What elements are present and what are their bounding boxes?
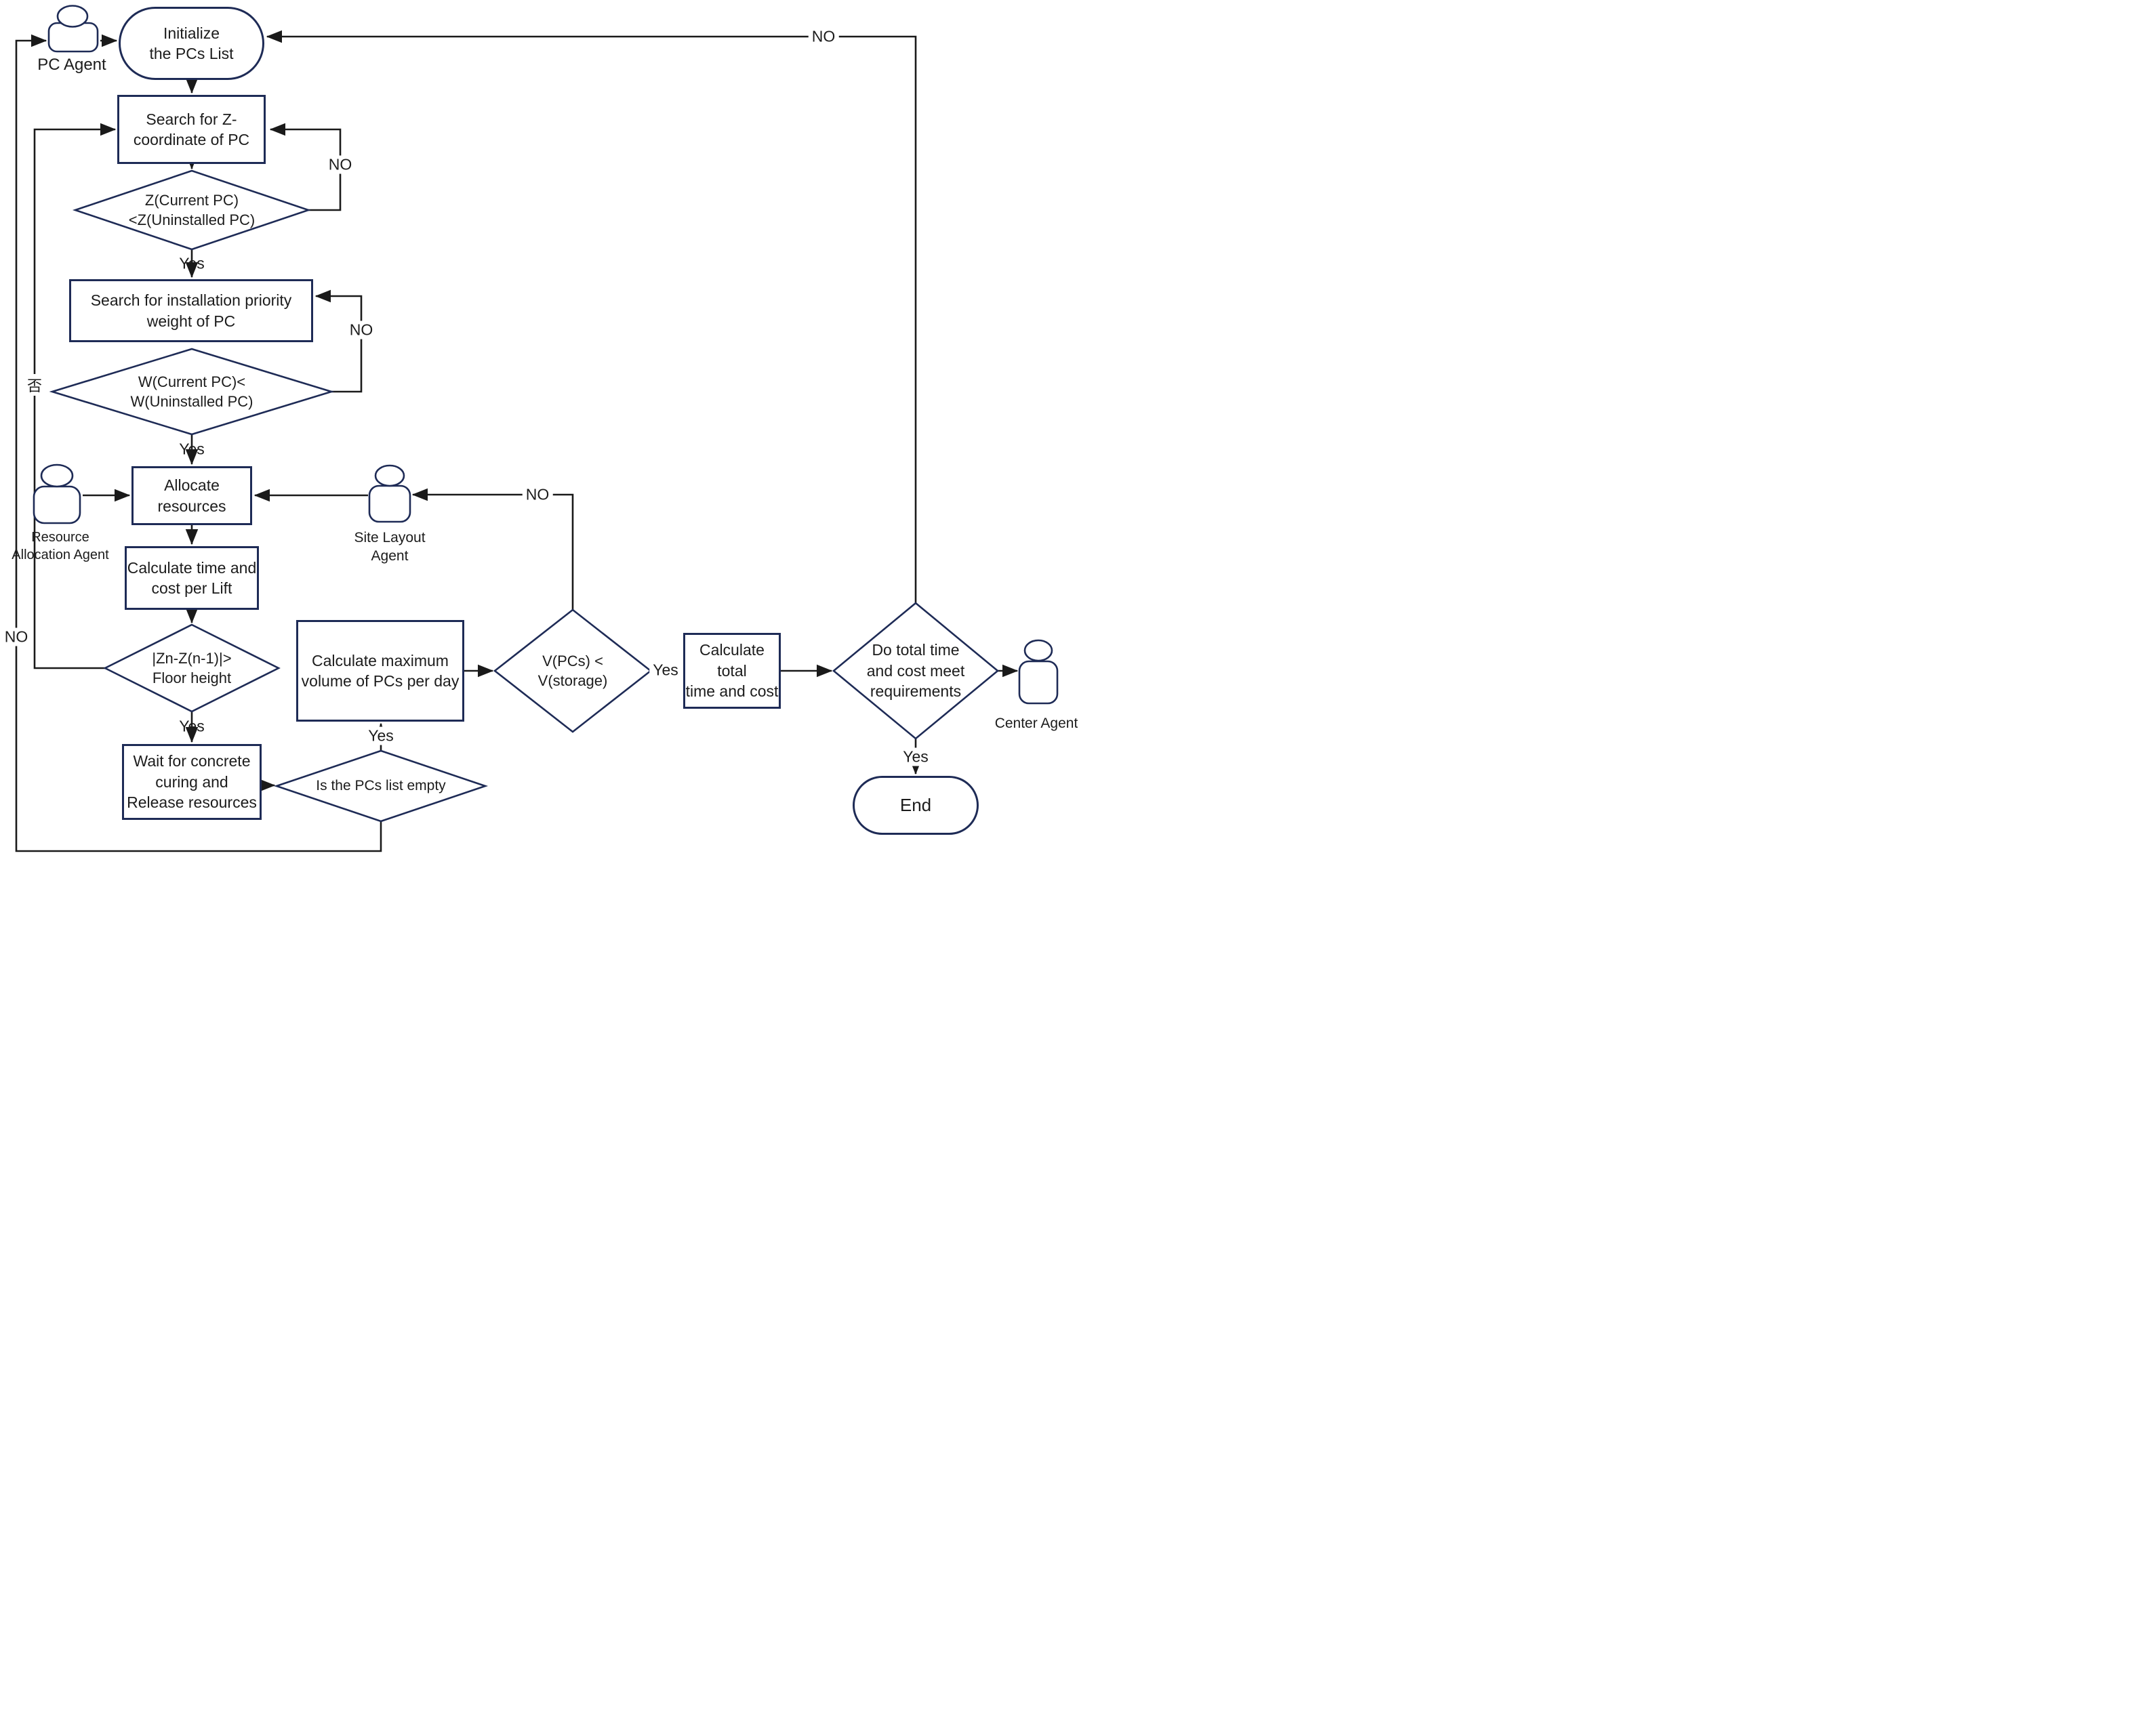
calc-lift-node: Calculate time and cost per Lift [125,546,259,610]
center-agent-label: Center Agent [994,716,1078,731]
connector-lines [15,5,1059,852]
edge-label-yes-zn: Yes [179,717,205,735]
site-layout-agent-label: Site Layout Agent [354,530,426,564]
edge-label-no-z: NO [325,155,356,174]
start-initialize-node: Initialize the PCs List [119,7,264,80]
decision-meet-shape [832,602,1000,740]
decision-z-shape [72,169,312,251]
decision-meet-label: Do total time and cost meet requirements [866,641,965,701]
edge-label-yes-v: Yes [649,661,682,680]
flowchart-canvas: Initialize the PCs List Search for Z- co… [0,0,1078,858]
edge-label-yes-empty: Yes [365,726,397,745]
calc-max-volume-node: Calculate maximum volume of PCs per day [296,620,464,722]
edge-label-no-bottom: NO [1,627,32,646]
edge-label-no-w: NO [346,321,377,339]
pc-agent-icon [47,5,99,53]
decision-w-shape [49,348,335,436]
decision-empty-label: Is the PCs list empty [316,778,446,794]
center-agent-icon [1018,639,1059,705]
edge-label-no-v: NO [522,485,553,504]
site-layout-agent-icon [368,464,411,523]
decision-z-label: Z(Current PC) <Z(Uninstalled PC) [128,191,256,228]
resource-allocation-agent-label: Resource Allocation Agent [12,530,109,562]
search-z-node: Search for Z- coordinate of PC [117,95,266,164]
edge-label-no-chinese: 否 [23,374,46,396]
calc-total-node: Calculate total time and cost [683,633,781,709]
decision-w-label: W(Current PC)< W(Uninstalled PC) [130,373,253,410]
pc-agent-label: PC Agent [37,56,106,74]
decision-zn-label: |Zn-Z(n-1)|> Floor height [152,649,232,686]
edge-label-yes-z: Yes [179,254,205,272]
edge-label-no-top: NO [808,27,839,46]
wait-release-node: Wait for concrete curing and Release res… [122,744,262,820]
decision-v-shape [493,608,653,733]
edge-label-yes-w: Yes [179,440,205,458]
decision-zn-shape [103,623,281,713]
decision-empty-shape [273,749,489,823]
allocate-resources-node: Allocate resources [131,466,252,525]
edge-label-yes-meet: Yes [899,747,932,766]
decision-v-label: V(PCs) < V(storage) [537,652,608,689]
search-weight-node: Search for installation priority weight … [69,279,313,342]
resource-allocation-agent-icon [33,463,81,524]
end-node: End [853,776,979,835]
